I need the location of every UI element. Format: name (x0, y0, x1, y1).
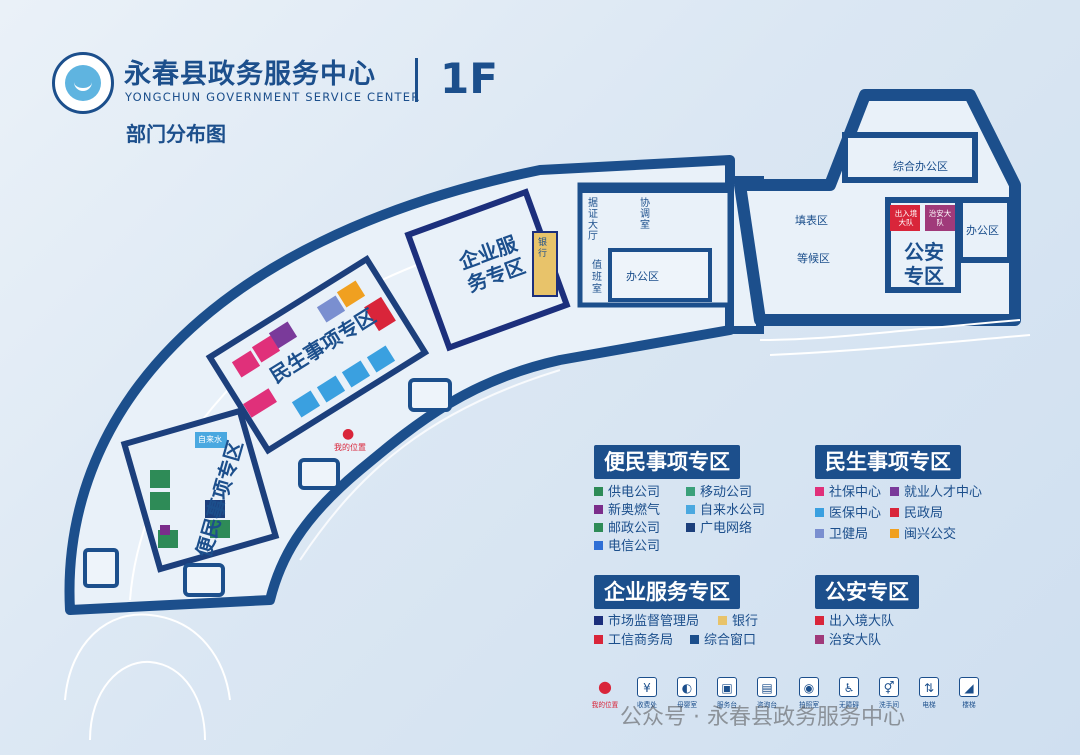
page-title-english: YONGCHUN GOVERNMENT SERVICE CENTER (125, 90, 421, 104)
legend-enterprise-title: 企业服务专区 (594, 575, 740, 609)
room-bank: 银行 (538, 238, 548, 259)
legend-item: 移动公司 (686, 485, 752, 501)
legend-item: 社保中心 (815, 485, 881, 501)
room-form-area: 填表区 (795, 214, 828, 227)
legend-item: 电信公司 (594, 539, 660, 555)
camera-icon: ◉拍照室 (792, 677, 826, 710)
room-duty: 值班室 (592, 260, 602, 295)
cashier-icon: ¥收费处 (630, 677, 664, 710)
enterprise-zone (404, 188, 571, 352)
legend-item: 医保中心 (815, 506, 881, 522)
room-waiting-area: 等候区 (797, 252, 830, 265)
legend-item: 银行 (718, 614, 758, 630)
my-location-label: 我的位置 (334, 443, 366, 452)
watermark: 公众号 · 永春县政务服务中心 (620, 705, 905, 730)
legend-convenience-title: 便民事项专区 (594, 445, 740, 479)
page-title: 永春县政务服务中心 (124, 59, 376, 90)
room-water: 自来水 (198, 435, 222, 444)
service-desk-icon: ▣服务台 (710, 677, 744, 710)
legend-item: 工信商务局 (594, 633, 673, 649)
floor-label: 1F (440, 54, 498, 103)
room-exit-entry: 出入境大队 (894, 209, 918, 227)
room-office-general: 综合办公区 (893, 160, 948, 173)
room-office-east: 办公区 (966, 224, 999, 237)
room-public-security: 治安大队 (928, 209, 952, 227)
legend-item: 卫健局 (815, 527, 868, 543)
legend-item: 出入境大队 (815, 614, 894, 630)
legend-police-title: 公安专区 (815, 575, 919, 609)
consult-icon: ▤咨询台 (750, 677, 784, 710)
legend-item: 新奥燃气 (594, 503, 660, 519)
legend-item: 就业人才中心 (890, 485, 982, 501)
room-coordination: 协调室 (640, 198, 650, 231)
room-office-mid: 办公区 (626, 270, 659, 283)
elevator-icon: ⇅电梯 (912, 677, 946, 710)
room-certificate-hall: 据证大厅 (588, 198, 598, 242)
title-divider (415, 58, 418, 102)
legend-livelihood-title: 民生事项专区 (815, 445, 961, 479)
police-zone-label: 公安专区 (904, 240, 944, 288)
page-subtitle: 部门分布图 (126, 122, 226, 146)
legend-item: 供电公司 (594, 485, 660, 501)
legend-item: 市场监督管理局 (594, 614, 699, 630)
stairs-icon: ◢楼梯 (952, 677, 986, 710)
legend-item: 综合窗口 (690, 633, 756, 649)
legend-item: 自来水公司 (686, 503, 765, 519)
legend-item: 治安大队 (815, 633, 881, 649)
legend-item: 民政局 (890, 506, 943, 522)
my-location-icon: ●我的位置 (591, 677, 619, 709)
legend-item: 邮政公司 (594, 521, 660, 537)
legend-item: 广电网络 (686, 521, 752, 537)
my-location-marker-icon: ● (342, 426, 355, 442)
mother-baby-icon: ◐母婴室 (670, 677, 704, 710)
accessible-icon: ♿无障碍 (832, 677, 866, 710)
restroom-icon: ⚥洗手间 (872, 677, 906, 710)
center-logo (52, 52, 114, 114)
legend-item: 闽兴公交 (890, 527, 956, 543)
